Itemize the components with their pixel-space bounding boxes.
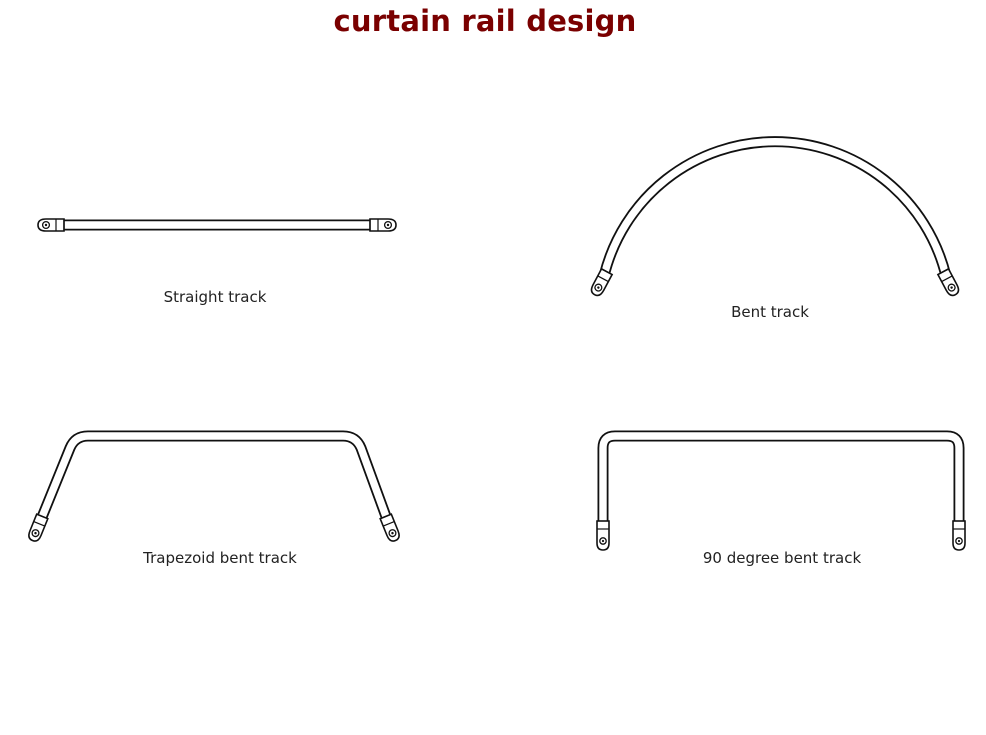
ninety-right-endcap [952, 520, 966, 551]
trapezoid-track-label: Trapezoid bent track [143, 549, 297, 567]
ninety-left-endcap [596, 520, 610, 551]
ninety-degree-track-label: 90 degree bent track [702, 549, 862, 567]
bent-track-label: Bent track [731, 303, 809, 321]
page-title: curtain rail design [333, 4, 637, 38]
ninety-degree-rail [597, 430, 965, 524]
straight-track-label: Straight track [163, 288, 267, 306]
